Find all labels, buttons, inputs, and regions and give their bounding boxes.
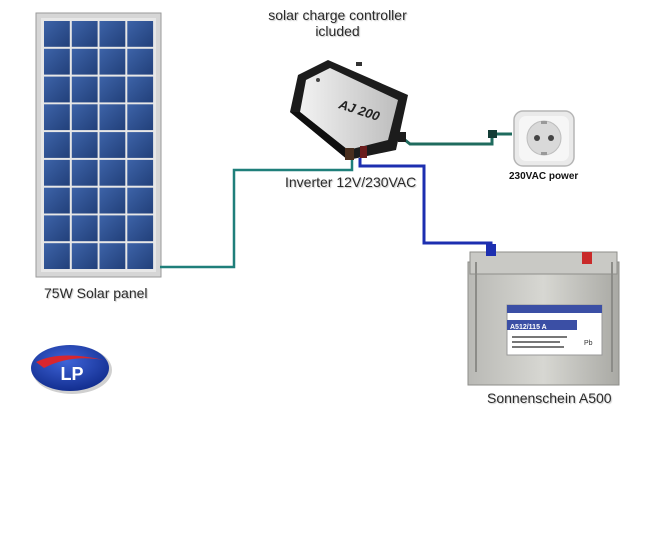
lp-logo: LP [31,345,112,394]
panel-cell [44,243,70,269]
outlet-plug [488,130,497,138]
inverter-device: AJ 200 [290,60,408,160]
panel-cell [99,215,126,242]
panel-cell [127,159,154,186]
panel-cell [99,132,126,158]
outlet-label: 230VAC power [509,171,579,182]
battery: A512/115 A Pb [467,244,620,386]
panel-cell [71,159,98,186]
panel-label: 75W Solar panel [44,285,148,301]
panel-cell [99,48,126,75]
inverter-label: Inverter 12V/230VAC [285,174,417,190]
panel-cell [71,104,98,131]
solar-panel [35,12,162,278]
panel-cell [127,21,154,47]
panel-cell [127,76,154,103]
panel-cell [44,215,70,242]
panel-cell [44,132,70,158]
panel-cell [99,104,126,131]
panel-cell [127,132,154,158]
lp-logo-text: LP [60,364,83,384]
battery-model-text: A512/115 A [510,324,547,331]
panel-cell [99,159,126,186]
battery-wire [358,158,493,252]
panel-cell [127,104,154,131]
panel-cell [71,187,98,214]
panel-cell [44,187,70,214]
panel-cell [71,21,98,47]
panel-cell [127,215,154,242]
power-outlet [513,110,575,167]
controller-label-line2: icluded [315,23,360,39]
panel-cell [44,76,70,103]
panel-wire [160,158,354,269]
panel-cell [99,21,126,47]
panel-cell [127,187,154,214]
panel-cell [44,159,70,186]
controller-label: solar charge controller icluded [265,7,410,39]
panel-cells [44,21,154,269]
battery-pb-text: Pb [584,340,593,347]
panel-cell [44,104,70,131]
outlet-wire [404,132,512,146]
panel-cell [127,243,154,269]
panel-cell [71,132,98,158]
panel-cell [44,48,70,75]
panel-cell [99,243,126,269]
panel-cell [71,76,98,103]
panel-cell [99,76,126,103]
panel-cell [71,215,98,242]
panel-cell [71,48,98,75]
battery-label: Sonnenschein A500 [487,390,612,406]
panel-cell [71,243,98,269]
panel-cell [44,21,70,47]
panel-cell [99,187,126,214]
controller-label-line1: solar charge controller [268,7,407,23]
panel-cell [127,48,154,75]
